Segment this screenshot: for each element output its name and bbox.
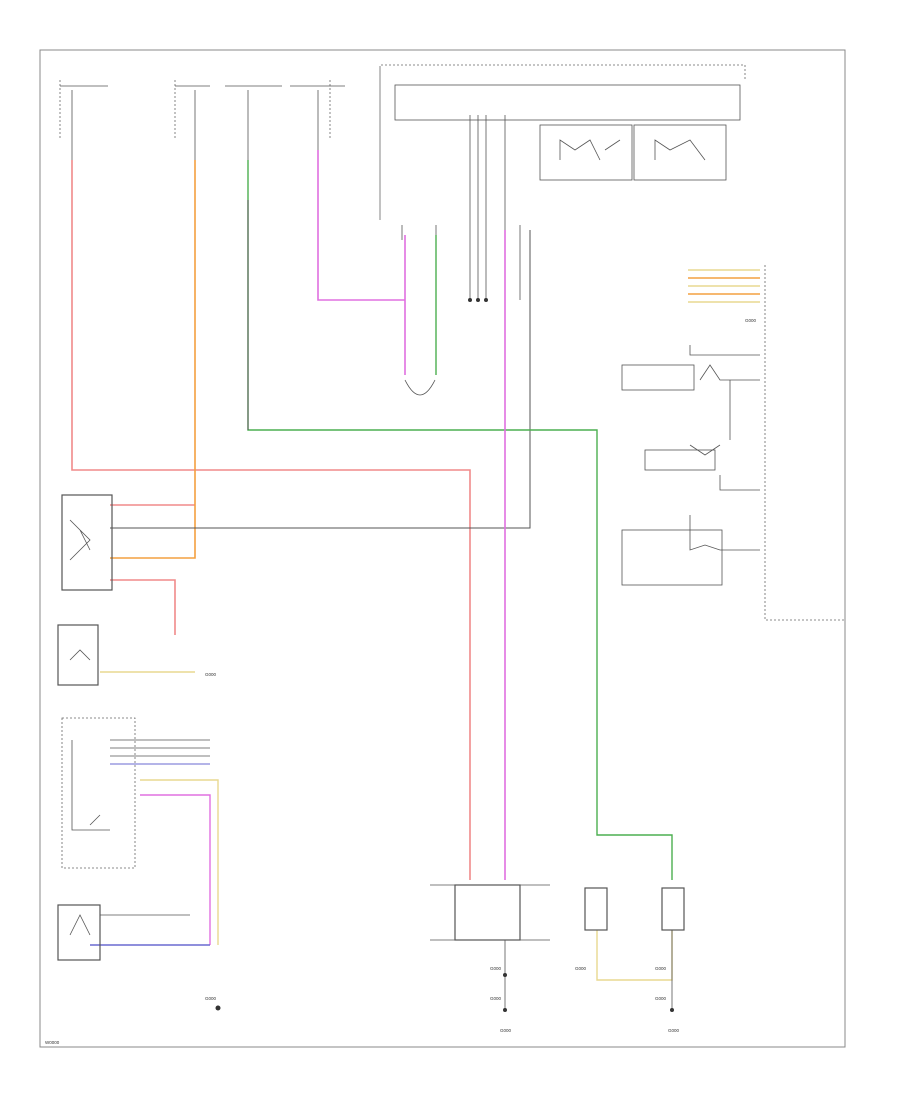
wire-yellow-loop <box>596 930 673 981</box>
wire-violet <box>317 150 405 301</box>
ground-label: G000 <box>668 1028 680 1033</box>
center-connector <box>401 115 521 396</box>
harness-right <box>688 269 760 303</box>
level-sensor-module <box>61 717 210 869</box>
fuse-block-top <box>59 80 345 160</box>
left-switch <box>61 494 113 591</box>
wire-red-sensor <box>110 579 176 635</box>
dual-channel-relay-2 <box>633 124 727 181</box>
ground-label: G000 <box>205 996 217 1001</box>
left-sensor <box>57 624 99 686</box>
ground-label: G000 <box>745 318 757 323</box>
bottom-left-switch <box>57 904 221 1011</box>
wire-dark <box>110 230 531 529</box>
ground-label: G000 <box>655 966 667 971</box>
right-switch-group <box>621 265 845 621</box>
diagram-code: W0000 <box>45 1040 60 1045</box>
wire-violet-lower <box>140 794 211 945</box>
ground-label: G000 <box>205 672 217 677</box>
wire-red-main <box>71 160 471 880</box>
dual-channel-relay-1 <box>539 124 633 181</box>
bottom-center-module <box>430 884 550 1012</box>
wire-green <box>247 160 673 880</box>
wire-yellow-lower <box>140 779 219 945</box>
ground-label: G000 <box>575 966 587 971</box>
bottom-right-modules <box>584 887 685 1012</box>
data-bus-module <box>379 64 746 220</box>
wire-orange <box>110 160 196 559</box>
ground-label: G000 <box>490 996 502 1001</box>
ground-label: G000 <box>500 1028 512 1033</box>
ground-label: G000 <box>490 966 502 971</box>
diagram-frame <box>39 49 846 1048</box>
ground-label: G000 <box>655 996 667 1001</box>
